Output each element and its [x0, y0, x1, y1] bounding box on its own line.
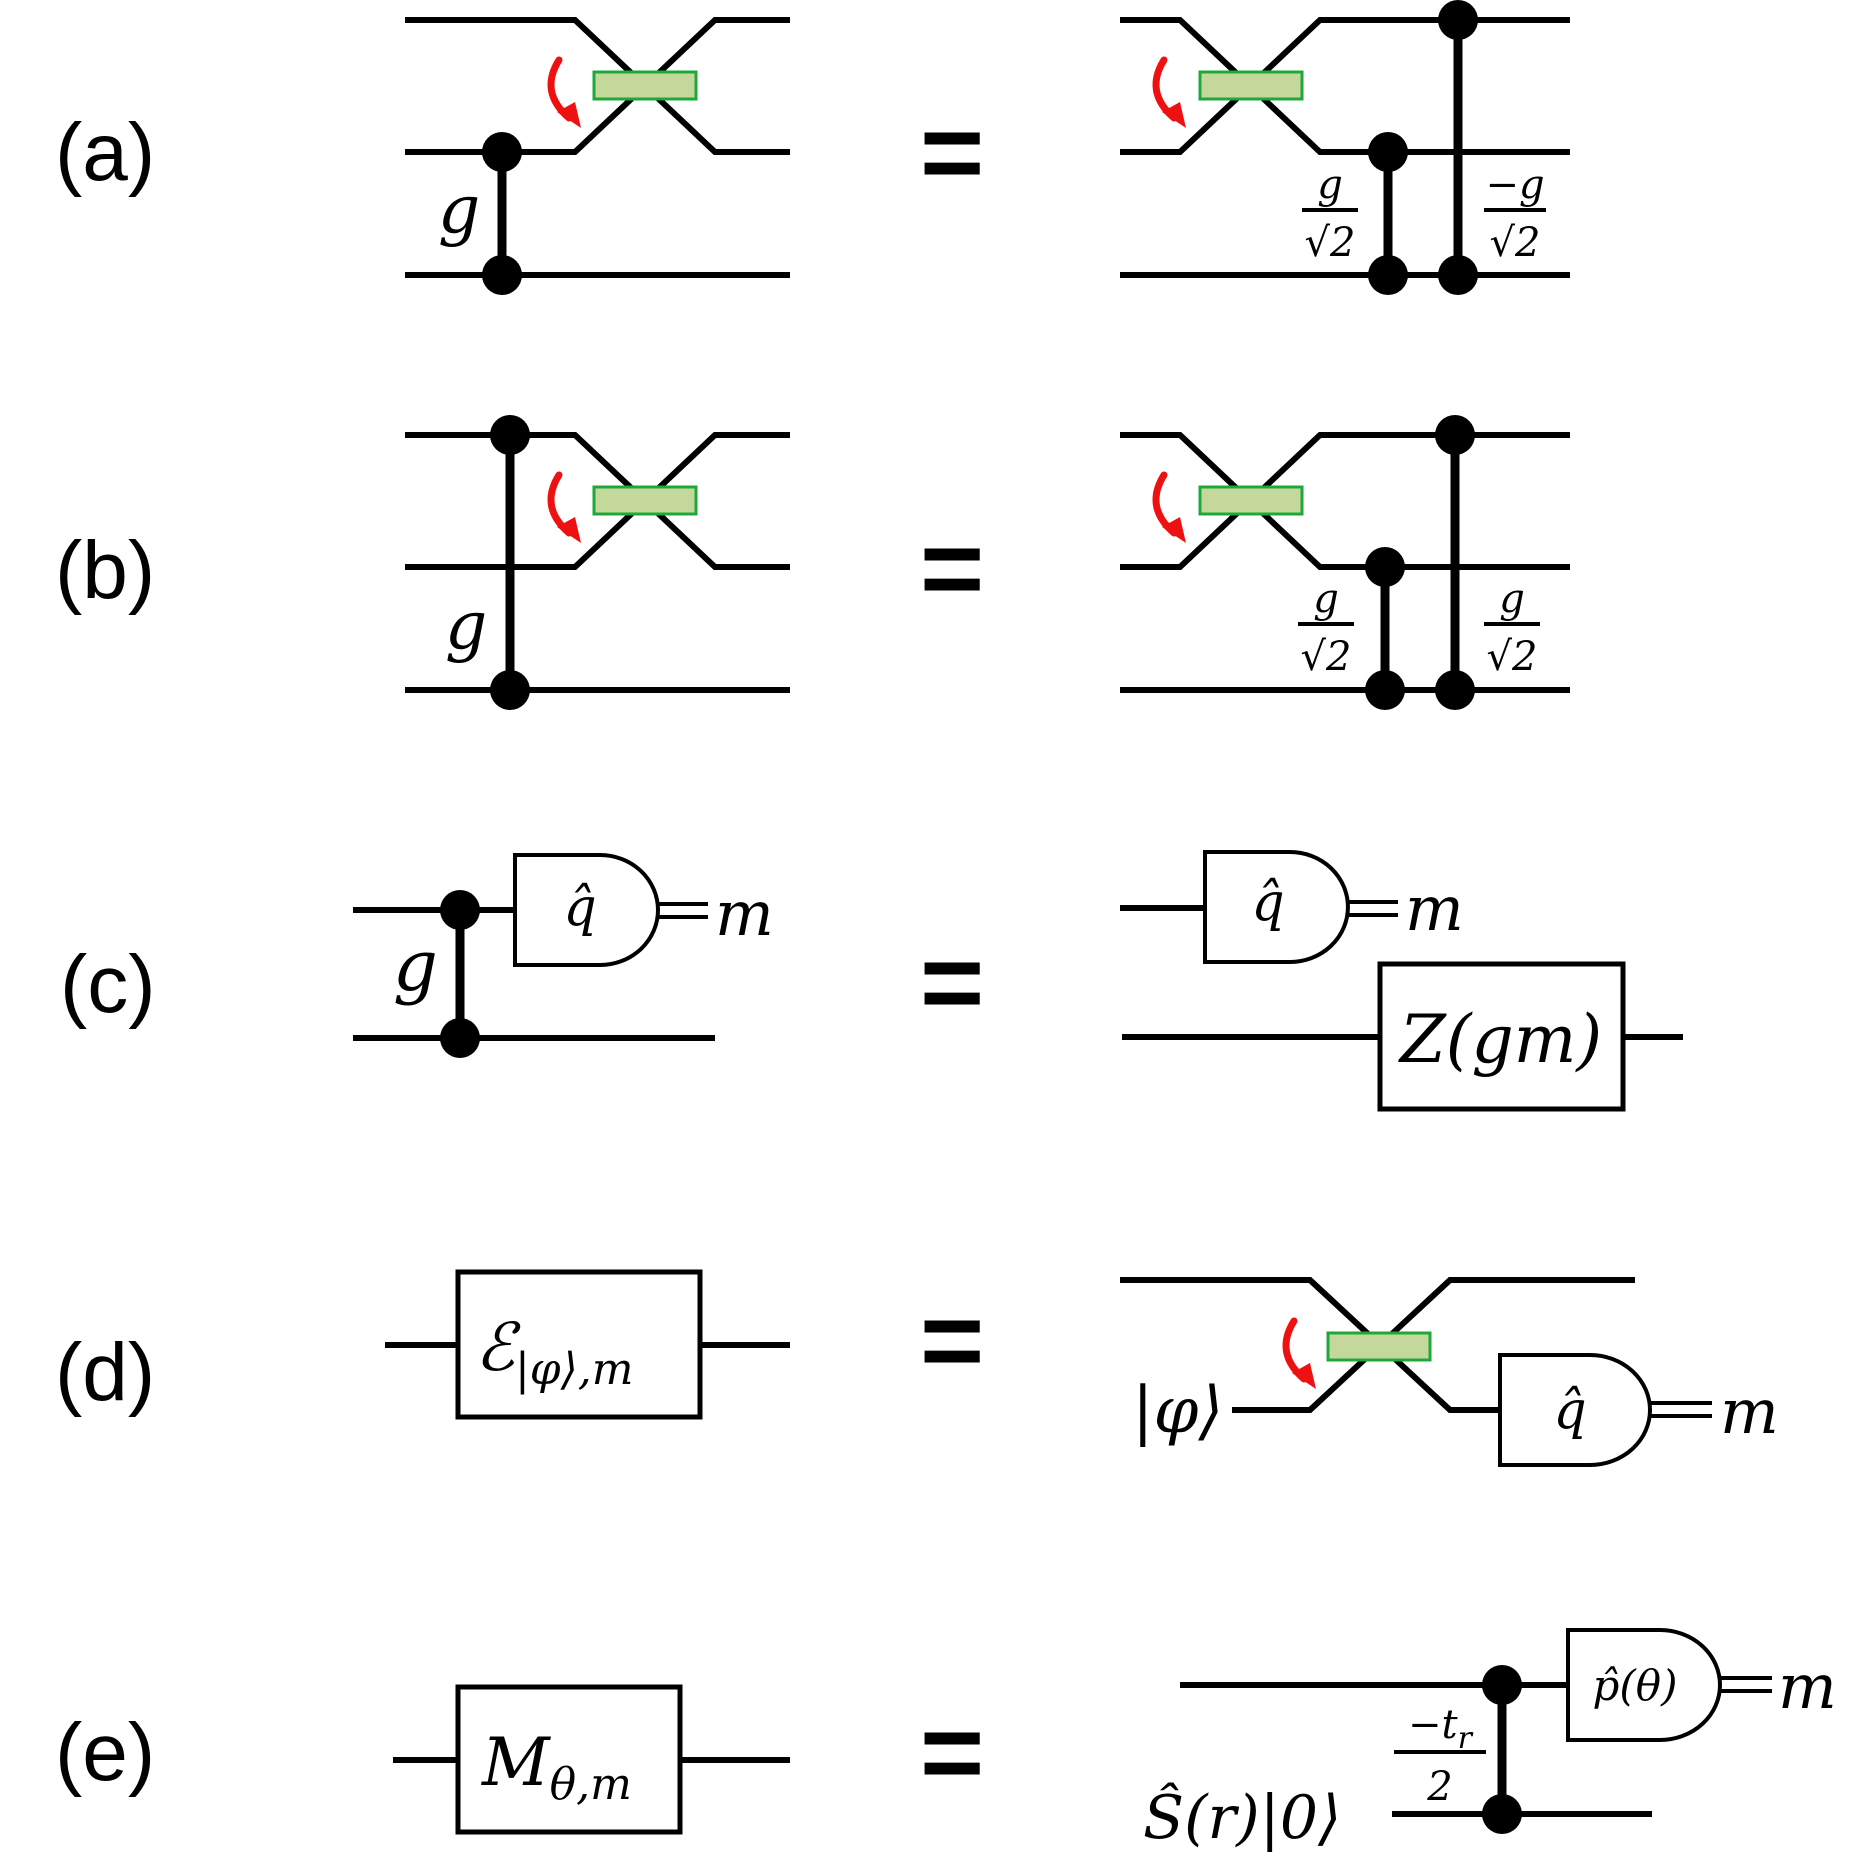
- meter-label: p̂(θ): [1593, 1661, 1678, 1710]
- channel-label: ℰ|φ⟩,m: [475, 1309, 633, 1395]
- cz-control-dot: [1438, 0, 1478, 40]
- gate-label: Z(gm): [1398, 1001, 1602, 1078]
- panel-b-right-circuit: g √2 g √2: [1120, 415, 1570, 710]
- frac-left-numerator: g: [1317, 162, 1343, 208]
- panel-a-left-circuit: g: [405, 17, 790, 295]
- panel-e-left-circuit: Mθ,m: [393, 1684, 790, 1835]
- outcome-label: m: [1405, 872, 1464, 945]
- cz-target-dot: [440, 1018, 480, 1058]
- outcome-label: m: [1720, 1375, 1779, 1448]
- frac-left-denominator: √2: [1305, 220, 1356, 266]
- outcome-label: m: [1778, 1650, 1837, 1723]
- cz-control-dot: [1368, 132, 1408, 172]
- rotation-arrow-icon: [1286, 1321, 1316, 1389]
- rotation-arrow-icon: [1156, 60, 1186, 128]
- panel-c-right-circuit: q̂ m Z(gm): [1120, 850, 1683, 1112]
- coupling-label: g: [445, 587, 487, 664]
- beam-splitter: [1326, 1331, 1432, 1362]
- homodyne-detector: [513, 853, 660, 967]
- cz-control-dot: [1482, 1665, 1522, 1705]
- cz-target-dot: [1435, 670, 1475, 710]
- rotation-arrow-icon: [551, 60, 581, 128]
- panel-c: (c) g q̂ m = q̂ m Z(gm): [60, 850, 1683, 1112]
- wire-middle: [1120, 432, 1570, 570]
- frac-right-numerator: −g: [1485, 162, 1544, 208]
- equals-sign: =: [920, 1279, 984, 1402]
- panel-b-label: (b): [55, 525, 155, 616]
- wire-top: [1120, 432, 1570, 570]
- beam-splitter: [1198, 70, 1304, 101]
- beam-splitter: [592, 70, 698, 101]
- panel-c-label: (c): [60, 939, 156, 1030]
- panel-e-label: (e): [55, 1707, 155, 1798]
- beam-splitter: [1198, 485, 1304, 516]
- coupling-label: g: [393, 925, 438, 1007]
- cz-target-dot: [1365, 670, 1405, 710]
- rotation-arrow-icon: [551, 475, 581, 543]
- frac-right-denominator: √2: [1490, 220, 1541, 266]
- panel-e-right-circuit: −tr 2 Ŝ(r)|0⟩ p̂(θ) m: [1143, 1628, 1837, 1853]
- frac-right-numerator: g: [1499, 576, 1525, 622]
- frac-numerator: −tr: [1408, 1702, 1474, 1756]
- panel-e: (e) Mθ,m = −tr 2 Ŝ(r)|0⟩ p̂(θ) m: [55, 1628, 1837, 1853]
- frac-denominator: 2: [1426, 1764, 1452, 1810]
- meter-label: q̂: [1251, 873, 1284, 933]
- equals-sign: =: [920, 507, 984, 630]
- panel-c-left-circuit: g q̂ m: [353, 853, 774, 1058]
- panel-b-left-circuit: g: [405, 415, 790, 710]
- panel-b: (b) g = g √2 g: [55, 415, 1570, 710]
- homodyne-detector: [1566, 1628, 1722, 1742]
- input-state-label: Ŝ(r)|0⟩: [1143, 1781, 1341, 1853]
- frac-right-denominator: √2: [1487, 634, 1538, 680]
- panel-d: (d) ℰ|φ⟩,m = |φ⟩ q̂ m: [55, 1269, 1779, 1467]
- meter-label: q̂: [1553, 1381, 1586, 1441]
- panel-a-label: (a): [55, 107, 155, 198]
- cz-target-dot: [1482, 1794, 1522, 1834]
- cz-target-dot: [1368, 255, 1408, 295]
- cz-target-dot: [490, 670, 530, 710]
- cz-target-dot: [1438, 255, 1478, 295]
- equals-sign: =: [920, 921, 984, 1044]
- panel-a: (a) g = g: [55, 0, 1570, 295]
- meter-label: q̂: [563, 878, 596, 938]
- rotation-arrow-icon: [1156, 475, 1186, 543]
- measurement-label: Mθ,m: [481, 1724, 632, 1810]
- cz-control-dot: [1365, 547, 1405, 587]
- frac-left-denominator: √2: [1301, 634, 1352, 680]
- outcome-label: m: [715, 877, 774, 950]
- beam-splitter: [592, 485, 698, 516]
- cz-control-dot: [440, 890, 480, 930]
- coupling-label: g: [438, 171, 480, 248]
- panel-a-right-circuit: g √2 −g √2: [1120, 0, 1570, 295]
- panel-d-label: (d): [55, 1327, 155, 1418]
- homodyne-detector: [1203, 850, 1350, 964]
- equals-sign: =: [920, 1691, 984, 1814]
- wire-top: [1120, 17, 1570, 155]
- displacement-gate: [1377, 961, 1626, 1112]
- panel-d-left-circuit: ℰ|φ⟩,m: [385, 1269, 790, 1420]
- wire-middle: [1120, 17, 1570, 155]
- cz-control-dot: [1435, 415, 1475, 455]
- cz-target-dot: [482, 255, 522, 295]
- frac-left-numerator: g: [1313, 576, 1339, 622]
- equals-sign: =: [920, 91, 984, 214]
- homodyne-detector: [1498, 1353, 1652, 1467]
- input-state-label: |φ⟩: [1132, 1374, 1223, 1448]
- cz-control-dot: [482, 132, 522, 172]
- panel-d-right-circuit: |φ⟩ q̂ m: [1120, 1277, 1779, 1467]
- cz-control-dot: [490, 415, 530, 455]
